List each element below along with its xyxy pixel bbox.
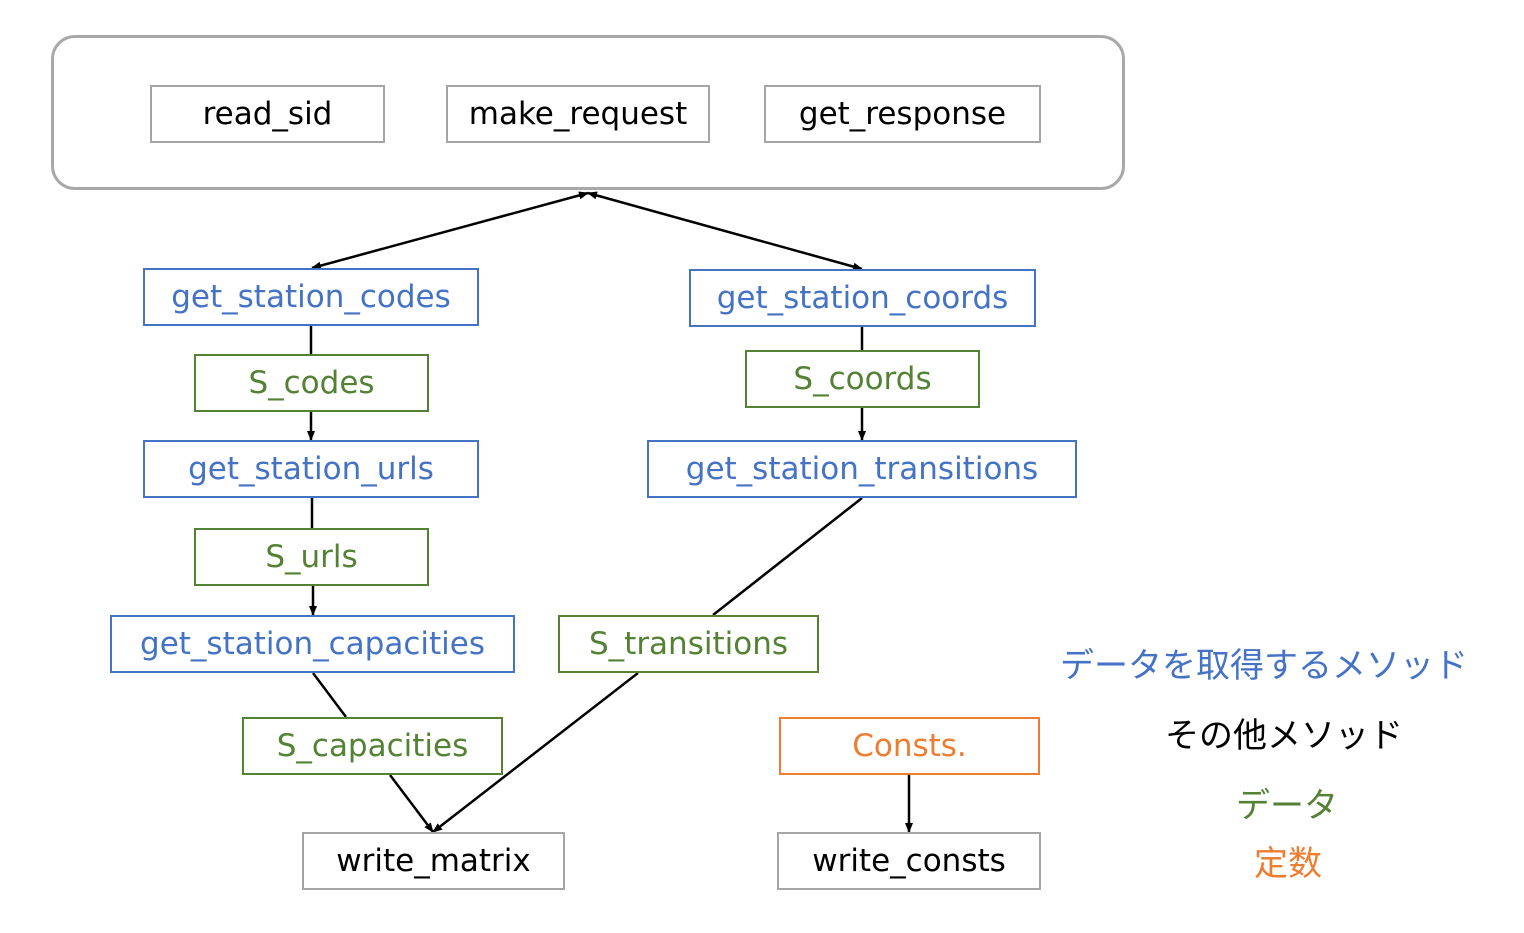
- utility-group: [51, 35, 1125, 190]
- node-get-station-urls: get_station_urls: [143, 440, 479, 498]
- node-label: S_capacities: [276, 728, 469, 764]
- legend-method-fetch: データを取得するメソッド: [1060, 646, 1468, 686]
- node-make-request: make_request: [446, 85, 710, 143]
- node-s-capacities: S_capacities: [242, 717, 503, 775]
- node-label: make_request: [468, 96, 688, 132]
- node-get-station-codes: get_station_codes: [143, 268, 479, 326]
- legend-method-other: その他メソッド: [1165, 716, 1403, 756]
- node-label: S_coords: [793, 361, 932, 397]
- node-read-sid: read_sid: [150, 85, 385, 143]
- node-label: get_response: [798, 96, 1007, 132]
- edge-get-station-capacities-to-s-capacities: [312, 672, 347, 718]
- node-label: write_matrix: [336, 843, 531, 879]
- node-get-station-capacities: get_station_capacities: [110, 615, 515, 673]
- edge-group: [307, 191, 913, 833]
- node-label: S_urls: [265, 539, 358, 575]
- node-label: write_consts: [812, 843, 1006, 879]
- node-consts: Consts.: [779, 717, 1040, 775]
- node-s-transitions: S_transitions: [558, 615, 819, 673]
- node-s-codes: S_codes: [194, 354, 429, 412]
- node-label: get_station_urls: [188, 451, 434, 487]
- node-get-response: get_response: [764, 85, 1041, 143]
- node-label: Consts.: [852, 728, 967, 764]
- node-label: get_station_codes: [171, 279, 451, 315]
- node-label: S_codes: [248, 365, 375, 401]
- node-s-coords: S_coords: [745, 350, 980, 408]
- legend-data: データ: [1236, 786, 1338, 826]
- node-label: get_station_coords: [716, 280, 1009, 316]
- node-label: get_station_transitions: [685, 451, 1039, 487]
- edge-s-transitions-to-write-matrix: [432, 672, 639, 833]
- node-get-station-transitions: get_station_transitions: [647, 440, 1077, 498]
- node-label: S_transitions: [588, 626, 789, 662]
- node-s-urls: S_urls: [194, 528, 429, 586]
- node-write-matrix: write_matrix: [302, 832, 565, 890]
- edge-get-station-transitions-to-s-transitions: [712, 497, 863, 616]
- edge-utility-group-to-get-station-codes: [311, 191, 589, 270]
- node-get-station-coords: get_station_coords: [689, 269, 1036, 327]
- legend-constant: 定数: [1254, 844, 1322, 884]
- edge-utility-group-to-get-station-coords: [587, 191, 863, 271]
- edge-s-capacities-to-write-matrix: [389, 774, 434, 833]
- node-write-consts: write_consts: [777, 832, 1041, 890]
- node-label: read_sid: [202, 96, 333, 132]
- node-label: get_station_capacities: [140, 626, 485, 662]
